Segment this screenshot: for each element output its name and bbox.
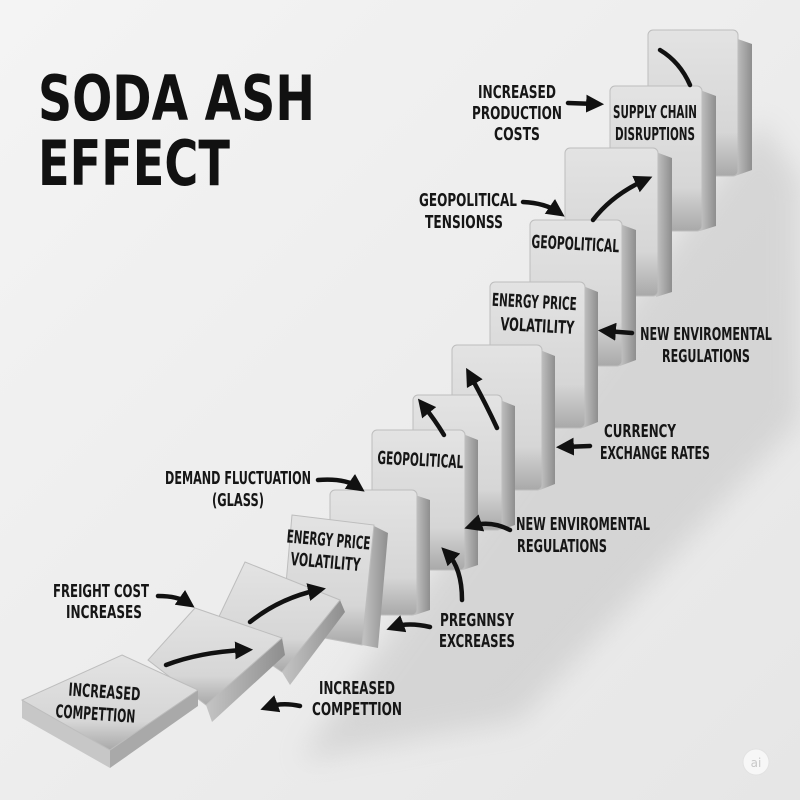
callout-demand-1: DEMAND FLUCTUATION — [165, 467, 311, 489]
curved-arrow-icon — [163, 641, 254, 668]
arrow-right-icon — [155, 589, 195, 608]
callout-currency-1: CURRENCY — [604, 420, 677, 441]
domino-label-supply-chain-1: SUPPLY CHAIN — [613, 102, 697, 123]
domino-label-supply-chain-2: DISRUPTIONS — [615, 124, 695, 145]
arrow-right-icon — [315, 473, 365, 492]
arrow-left-icon — [260, 695, 303, 713]
callout-pregnnsy-1: PREGNNSY — [440, 610, 515, 631]
callout-env-regulations-upper-2: REGULATIONS — [662, 345, 750, 367]
callout-env-regulations-lower-1: NEW ENVIROMENTAL — [516, 513, 650, 535]
curved-arrow-icon — [466, 367, 500, 431]
domino-label-energy-upper-2: VOLATILITY — [500, 313, 576, 338]
callout-production-costs-3: COSTS — [494, 124, 540, 145]
domino-label-geopolitical-lower: GEOPOLITICAL — [377, 448, 464, 473]
callout-competition-1: INCREASED — [319, 677, 395, 698]
callout-env-regulations-lower-2: REGULATIONS — [517, 535, 607, 556]
callout-production-costs-2: PRODUCTION — [472, 103, 562, 124]
domino-13 — [20, 654, 200, 768]
callout-currency-2: EXCHANGE RATES — [600, 442, 710, 464]
callout-freight-1: FREIGHT COST — [53, 580, 149, 601]
curved-arrow-icon — [657, 47, 693, 88]
callout-pregnnsy-2: EXCREASES — [439, 630, 515, 651]
arrow-left-icon — [555, 437, 593, 456]
curved-arrow-icon — [247, 583, 326, 625]
ai-badge: ai — [742, 748, 770, 776]
title-line-1: SODA ASH — [38, 64, 315, 136]
arrow-right-icon — [520, 198, 565, 217]
domino-label-energy-upper-1: ENERGY PRICE — [491, 290, 577, 315]
domino-label-competition-1: INCREASED — [68, 679, 141, 706]
arrow-left-icon — [386, 615, 433, 633]
callout-competition-2: COMPETTION — [312, 699, 402, 720]
callout-freight-2: INCREASES — [66, 602, 142, 623]
arrow-right-icon — [565, 94, 605, 113]
curved-arrow-icon — [590, 175, 653, 223]
callout-geopolitical-tensions-1: GEOPOLITICAL — [419, 190, 517, 211]
callout-demand-2: (GLASS) — [212, 489, 264, 510]
domino-label-geopolitical-upper: GEOPOLITICAL — [531, 232, 620, 257]
curved-arrow-up-icon — [441, 547, 465, 603]
callout-geopolitical-tensions-2: TENSIONSS — [425, 212, 503, 233]
title-line-2: EFFECT — [38, 127, 231, 200]
arrow-left-icon — [597, 322, 635, 341]
ai-badge-text: ai — [751, 756, 762, 770]
domino-12 — [147, 607, 285, 722]
callout-production-costs-1: INCREASED — [478, 82, 556, 103]
callout-env-regulations-upper-1: NEW ENVIROMENTAL — [640, 323, 772, 345]
curved-arrow-icon — [417, 398, 447, 438]
arrow-left-icon — [464, 514, 513, 533]
